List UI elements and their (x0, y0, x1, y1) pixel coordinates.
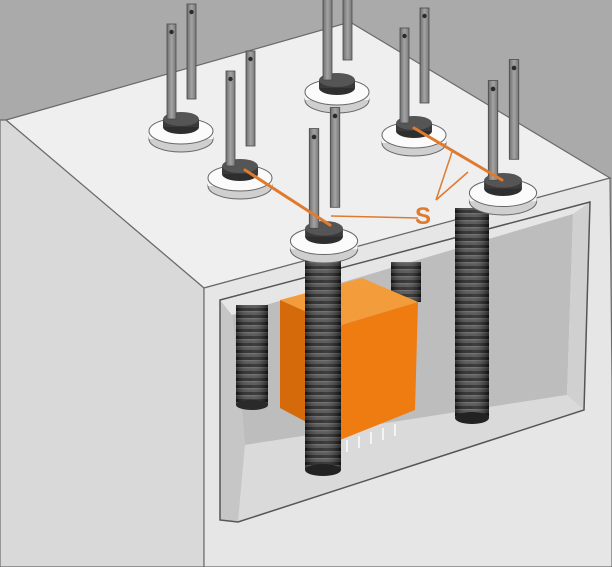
label-s: S (415, 203, 431, 230)
orange-measure-lines (243, 126, 504, 227)
core-pins (346, 424, 396, 452)
cavity-right-wall (567, 202, 590, 410)
terminal-post-icon (207, 50, 273, 200)
front-rods (305, 208, 489, 476)
leader-lines (330, 151, 469, 219)
terminal-post-icon (289, 107, 359, 264)
s-annotation: S (243, 126, 504, 230)
cavity-left-wall (220, 300, 245, 522)
terminal-post-icon (304, 0, 370, 114)
terminal-post-icon (148, 3, 214, 153)
cavity-outline (219, 201, 591, 523)
terminal-posts (148, 0, 538, 264)
core-front-face (338, 302, 418, 440)
cavity-floor (238, 395, 584, 522)
terminal-post-icon (468, 59, 538, 216)
block-left-face (0, 119, 205, 567)
